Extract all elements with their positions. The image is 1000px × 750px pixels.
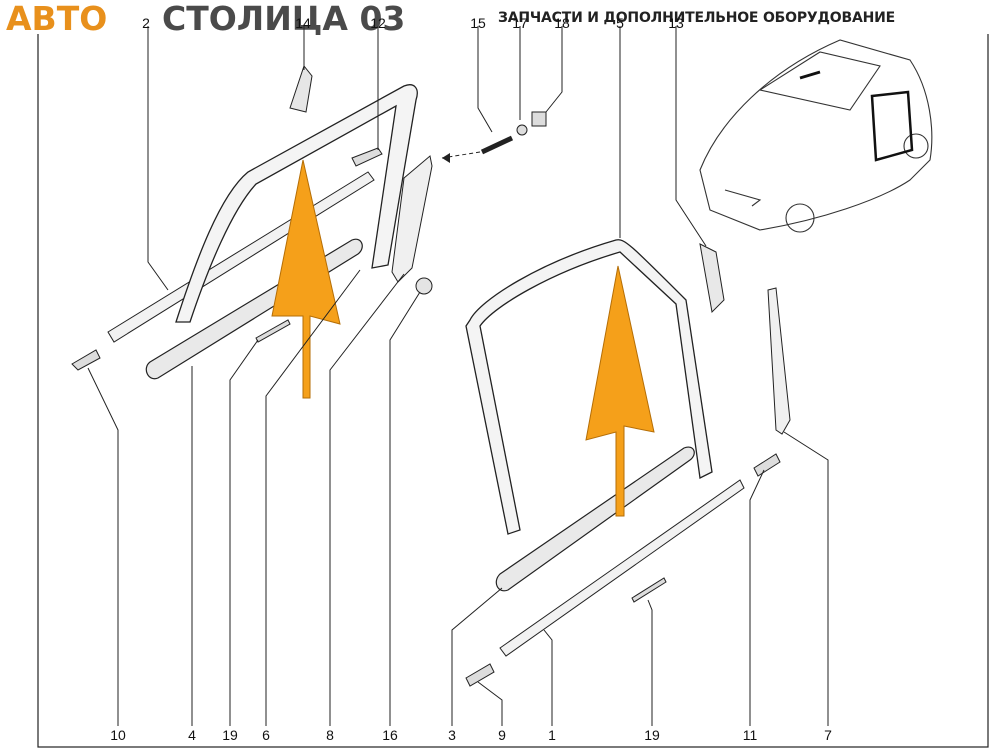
highlight-arrows [271, 159, 655, 517]
part-3-belt-molding [495, 446, 695, 592]
part-9-clip [465, 663, 495, 687]
part-8-pillar-strip [391, 155, 433, 283]
orange-arrow-left [271, 159, 341, 399]
callout-bottom-16: 16 [382, 727, 398, 743]
part-19-strip-right [631, 577, 667, 603]
brand-part1: АВТО [6, 0, 107, 38]
callout-bottom-1: 1 [548, 727, 556, 743]
part-13-trim [699, 243, 725, 314]
part-19-strip-left [255, 319, 291, 343]
callout-top-2: 2 [142, 15, 150, 31]
callout-bottom-7: 7 [824, 727, 832, 743]
callout-top-13: 13 [668, 15, 684, 31]
callout-bottom-6: 6 [262, 727, 270, 743]
part-11-clip [753, 453, 781, 477]
part-10-clip [71, 349, 101, 371]
assembly-arrow-head [442, 153, 450, 163]
callout-top-5: 5 [616, 15, 624, 31]
part-17-washer [516, 124, 528, 136]
header-band [0, 0, 1000, 34]
part-14-trim [289, 64, 313, 113]
callout-bottom-11: 11 [743, 727, 758, 743]
part-window-seal-rear [175, 84, 418, 323]
brand-tagline: ЗАПЧАСТИ И ДОПОЛНИТЕЛЬНОЕ ОБОРУДОВАНИЕ [498, 10, 895, 26]
callout-top-17: 17 [512, 15, 528, 31]
callout-bottom-10: 10 [110, 727, 126, 743]
callout-bottom-8: 8 [326, 727, 334, 743]
callout-bottom-9: 9 [498, 727, 506, 743]
part-16-grommet [415, 277, 433, 295]
callout-bottom-19b: 19 [644, 727, 660, 743]
leader-lines [87, 26, 829, 726]
callout-bottom-19a: 19 [222, 727, 238, 743]
part-15-screw [480, 135, 514, 155]
callout-bottom-3: 3 [448, 727, 456, 743]
part-1-strip [499, 479, 745, 657]
callout-top-14: 14 [295, 15, 311, 31]
orange-arrow-right [585, 265, 655, 517]
brand-part2: СТОЛИЦА 03 [162, 0, 405, 38]
callout-top-18: 18 [554, 15, 570, 31]
diagram-frame [37, 21, 989, 748]
part-18-nut [531, 111, 547, 127]
part-12-clip [351, 147, 383, 167]
callout-top-12: 12 [370, 15, 386, 31]
part-7-pillar-strip [767, 287, 791, 435]
callout-bottom-4: 4 [188, 727, 196, 743]
part-5-window-seal-front [465, 239, 713, 535]
callout-top-15: 15 [470, 15, 486, 31]
car-sketch [699, 39, 933, 233]
